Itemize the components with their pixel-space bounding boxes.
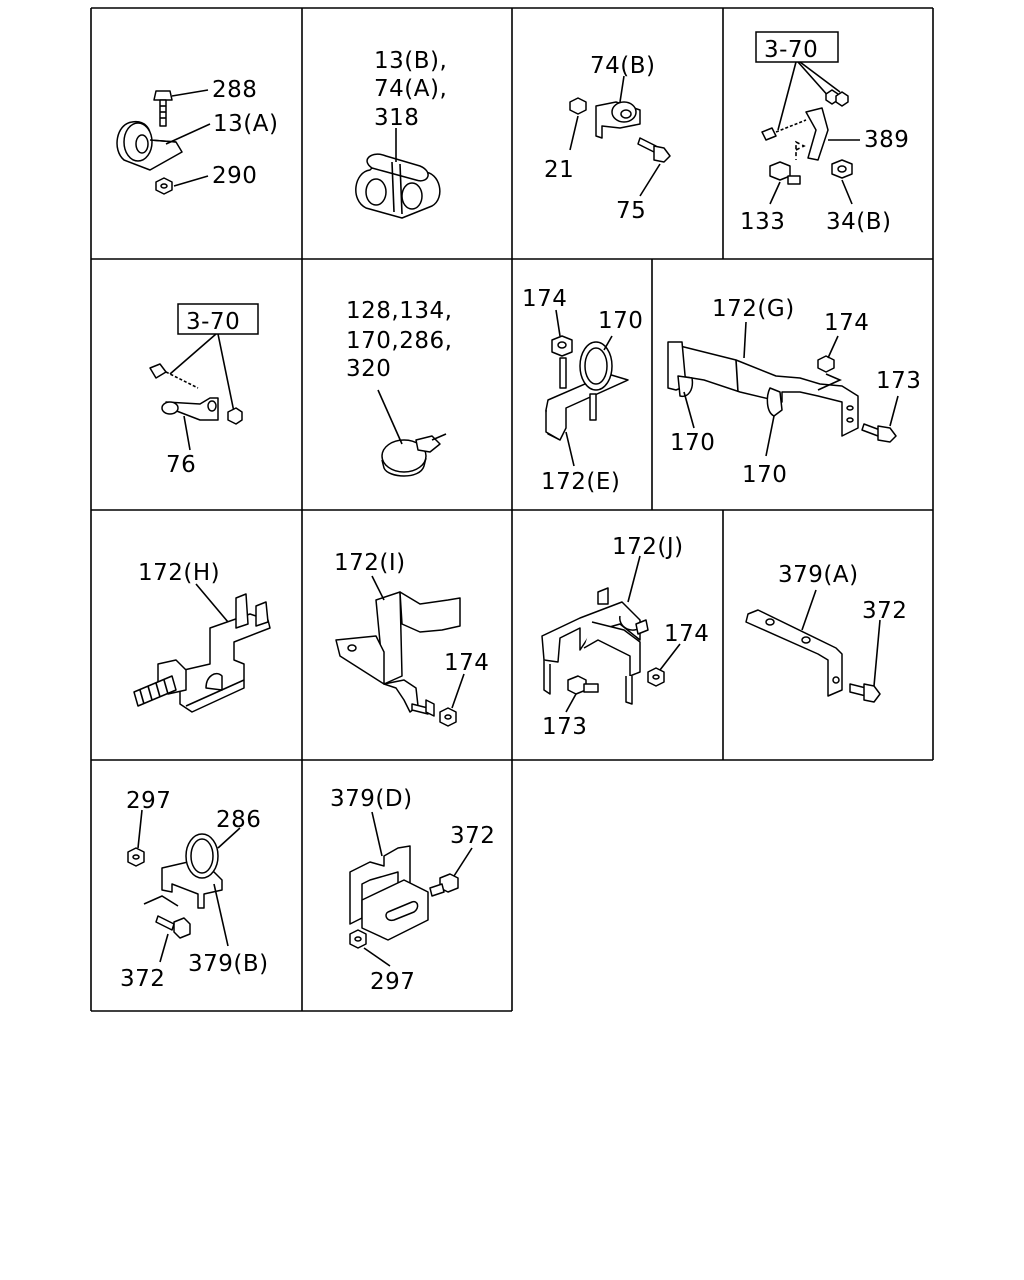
label-172e: 172(E) [541,469,620,495]
double-clip-drawing [355,153,441,219]
bracket-172j-drawing [541,587,649,705]
label-172g: 172(G) [712,296,795,322]
bolt-288-icon [153,90,173,127]
nut-174-icon [551,335,573,389]
label-372: 372 [450,823,495,849]
nut-21-icon [569,97,587,115]
bracket-379d-drawing [349,845,429,941]
label-170-286: 170,286, [346,328,452,354]
label-76: 76 [166,452,196,478]
panel-10: 172(I) 174 [334,550,489,727]
label-172j: 172(J) [612,534,684,560]
clip-76-drawing [149,363,243,425]
label-379b: 379(B) [188,951,269,977]
panel-4: 3-70 389 133 34(B) [740,31,909,235]
label-173: 173 [876,368,921,394]
label-133: 133 [740,209,785,235]
label-75: 75 [616,198,646,224]
nut-174-icon [817,355,835,373]
label-74a: 74(A), [374,76,447,102]
panel-11: 172(J) 174 173 [541,534,709,740]
label-172h: 172(H) [138,560,220,586]
ref-box-3-70 [755,31,839,63]
bracket-172e-drawing [545,341,629,441]
label-170: 170 [670,430,715,456]
label-297: 297 [126,788,171,814]
label-286: 286 [216,807,261,833]
bolt-173-icon [567,675,599,695]
bolt-173-icon [861,423,897,443]
label-174: 174 [824,310,869,336]
bolt-75-icon [637,137,671,163]
ref-label-3-70: 3-70 [764,37,818,63]
band-clamp-drawing [381,433,447,477]
label-379d: 379(D) [330,786,413,812]
clip-13a-drawing [116,120,183,171]
bolt-and-nut-174-icon [411,699,457,727]
panel-3: 74(B) 21 75 [544,53,671,224]
ref-box-3-70 [177,303,259,335]
label-372: 372 [862,598,907,624]
label-372: 372 [120,966,165,992]
label-297: 297 [370,969,415,995]
label-174: 174 [522,286,567,312]
label-13a: 13(A) [213,111,278,137]
panel-grid [90,7,934,1012]
label-288: 288 [212,77,257,103]
label-21: 21 [544,157,574,183]
nut-297-icon [127,847,145,867]
bracket-172i-drawing [335,591,461,713]
label-74b: 74(B) [590,53,656,79]
label-318: 318 [374,105,419,131]
label-128-134: 128,134, [346,298,452,324]
panel-2: 13(B), 74(A), 318 [355,48,447,219]
nut-297-icon [349,929,367,949]
label-170: 170 [742,462,787,488]
label-174: 174 [444,650,489,676]
label-379a: 379(A) [778,562,859,588]
bracket-379a-drawing [745,609,843,697]
nut-290-icon [155,177,173,195]
panel-14: 379(D) 372 297 [330,786,495,995]
label-174: 174 [664,621,709,647]
label-170: 170 [598,308,643,334]
clip-74b-drawing [595,101,641,139]
panel-6: 128,134, 170,286, 320 [346,298,452,477]
panel-9: 172(H) [133,560,271,713]
label-290: 290 [212,163,257,189]
panel-7: 174 170 172(E) [522,286,643,495]
nut-174-icon [647,667,665,687]
bolt-372-icon [849,683,881,703]
ref-label-3-70: 3-70 [186,309,240,335]
bracket-389-drawing [761,107,829,161]
label-34b: 34(B) [826,209,892,235]
label-13b: 13(B), [374,48,447,74]
panel-8: 172(G) 174 173 170 170 [667,296,921,488]
bolt-372-icon [155,915,191,939]
bracket-379b-drawing [161,833,223,909]
panel-1: 288 13(A) 290 [116,77,278,195]
label-172i: 172(I) [334,550,406,576]
bolt-133-icon [769,161,801,185]
bolt-372-icon [429,873,459,897]
bracket-172h-drawing [133,593,271,713]
bracket-172g-drawing [667,341,859,437]
label-320: 320 [346,356,391,382]
panel-5: 3-70 76 [149,303,259,478]
panel-13: 297 286 372 379(B) [120,788,269,992]
nut-34b-icon [831,159,853,179]
panel-12: 379(A) 372 [745,562,907,703]
label-173: 173 [542,714,587,740]
label-389: 389 [864,127,909,153]
